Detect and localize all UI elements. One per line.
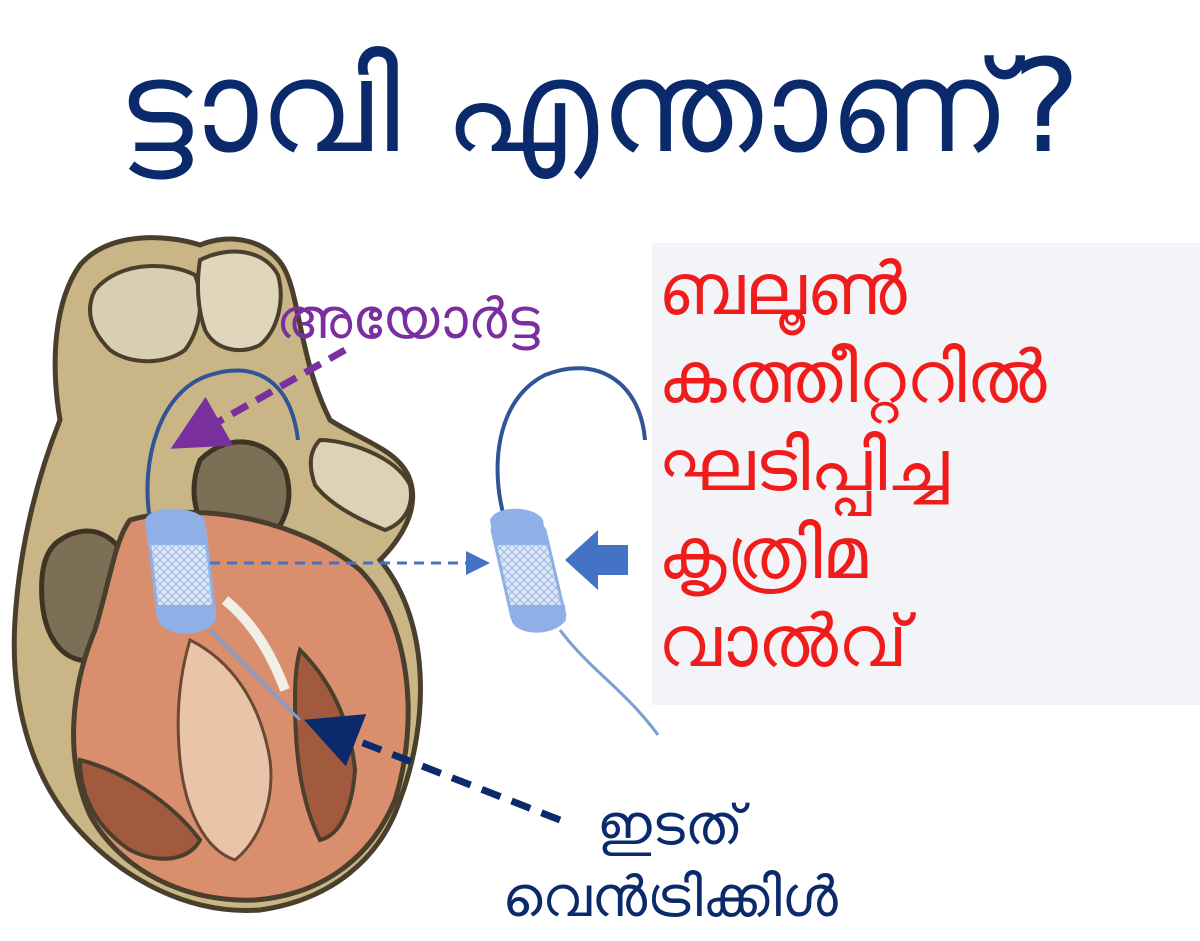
valve-description-line: കത്തീറ്ററിൽ [658,333,1200,421]
left-ventricle-line: ഇടത് [420,790,920,862]
valve-icon [490,509,566,633]
valve-description-line: വാൽവ് [658,597,1200,685]
catheter-tail [560,630,658,735]
catheter-icon [498,368,645,520]
arrow-left-icon [565,530,628,590]
left-ventricle-label: ഇടത് വെൻട്രിക്കിൾ [420,790,920,934]
left-ventricle-line: വെൻട്രിക്കിൾ [420,862,920,934]
valve-description-line: ഘടിപ്പിച്ച [658,421,1200,509]
valve-description: ബലൂൺ കത്തീറ്ററിൽ ഘടിപ്പിച്ച കൃത്രിമ വാൽവ… [652,245,1200,685]
valve-description-line: ബലൂൺ [658,245,1200,333]
aorta-label: അയോർട്ട [276,285,540,355]
valve-description-line: കൃത്രിമ [658,509,1200,597]
